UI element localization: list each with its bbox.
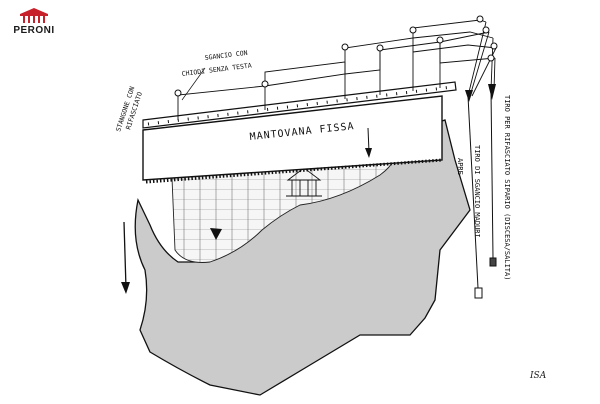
valance-fringe	[145, 158, 443, 184]
label-apre: APRE	[456, 158, 464, 175]
label-tiro-sgancio: TIRO DI SGANCIO MADURI	[473, 145, 481, 238]
pulley-icons	[174, 15, 498, 97]
arrow-down-icon-3	[210, 228, 222, 240]
stage-backdrop	[171, 149, 395, 263]
counterweight-icon	[474, 287, 483, 299]
label-sgancio-line2: CHIODI SENZA TESTA	[181, 61, 252, 78]
batten-beam	[142, 81, 457, 129]
rigging-lines	[177, 19, 497, 120]
arrow-down-icon	[121, 221, 130, 294]
label-leader	[181, 67, 206, 101]
pull-handle-icon-2	[488, 84, 496, 100]
peroni-logo: PERONI	[8, 8, 60, 38]
falling-curtain	[134, 119, 471, 396]
label-tiro-rifascio: TIRO PER RIFASCIATO SIPARIO (DISCESA/SAL…	[503, 95, 511, 280]
logo-wordmark: PERONI	[13, 25, 55, 36]
tie-lines	[467, 89, 494, 289]
pull-handle-icon	[465, 90, 473, 102]
temple-logo-icon	[20, 8, 48, 23]
counterweight-icon-2	[489, 257, 497, 267]
artist-signature: ISA	[529, 371, 547, 381]
arrow-down-icon-2	[365, 127, 372, 158]
gazebo-icon	[286, 167, 322, 197]
label-sgancio-line1: SGANCIO CON	[204, 49, 248, 62]
